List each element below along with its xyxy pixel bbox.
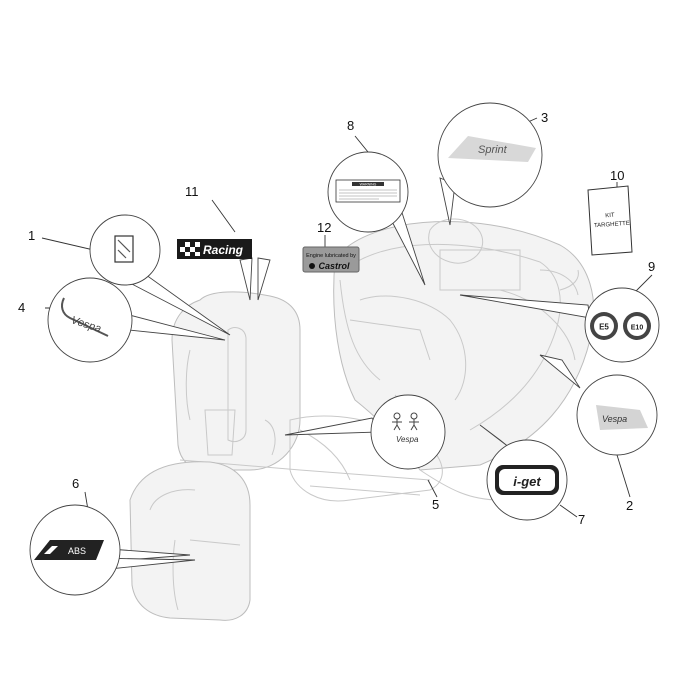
castrol-brand-text: Castrol <box>318 261 350 271</box>
racing-text: Racing <box>203 243 244 257</box>
decal-11-label: Racing <box>177 239 252 259</box>
callout-6: 6 <box>72 476 79 491</box>
callout-numbers: 1 4 11 12 8 3 10 9 2 5 7 6 <box>18 110 655 527</box>
vespa-script-2: Vespa <box>602 414 627 424</box>
castrol-top-text: Engine lubricated by <box>306 253 356 259</box>
decal-9-bubble: E5 E10 <box>584 287 660 363</box>
iget-text: i-get <box>513 474 541 489</box>
decal-2-bubble: Vespa <box>576 374 658 456</box>
sprint-text: Sprint <box>478 144 508 156</box>
callout-1: 1 <box>28 228 35 243</box>
callout-2: 2 <box>626 498 633 513</box>
kit-line1: KIT <box>605 213 615 220</box>
callout-3: 3 <box>541 110 548 125</box>
decal-3-bubble: Sprint <box>437 102 543 208</box>
decal-7-bubble: i-get <box>486 439 568 521</box>
kit-line2: TARGHETTE <box>594 221 630 229</box>
decal-8-bubble: WARNING <box>327 151 409 233</box>
callout-10: 10 <box>610 168 624 183</box>
vespa-script-5: Vespa <box>396 435 419 444</box>
leader-lines <box>41 117 653 571</box>
callout-11: 11 <box>185 184 199 199</box>
euro-right-text: E10 <box>631 325 644 332</box>
decal-12-label: Engine lubricated by Castrol <box>302 246 360 273</box>
decal-4-bubble: Vespa <box>47 277 133 363</box>
decal-6-bubble: ABS <box>29 504 121 596</box>
abs-text: ABS <box>68 546 86 556</box>
callout-9: 9 <box>648 259 655 274</box>
warning-text: WARNING <box>360 183 377 187</box>
callout-4: 4 <box>18 300 25 315</box>
callout-12: 12 <box>317 220 331 235</box>
decal-1-bubble <box>89 214 161 286</box>
callout-8: 8 <box>347 118 354 133</box>
euro-left-text: E5 <box>599 323 609 332</box>
callout-7: 7 <box>578 512 585 527</box>
callout-5: 5 <box>432 497 439 512</box>
decal-5-bubble: Vespa <box>370 394 446 470</box>
decal-10-label: KIT TARGHETTE <box>587 185 633 256</box>
